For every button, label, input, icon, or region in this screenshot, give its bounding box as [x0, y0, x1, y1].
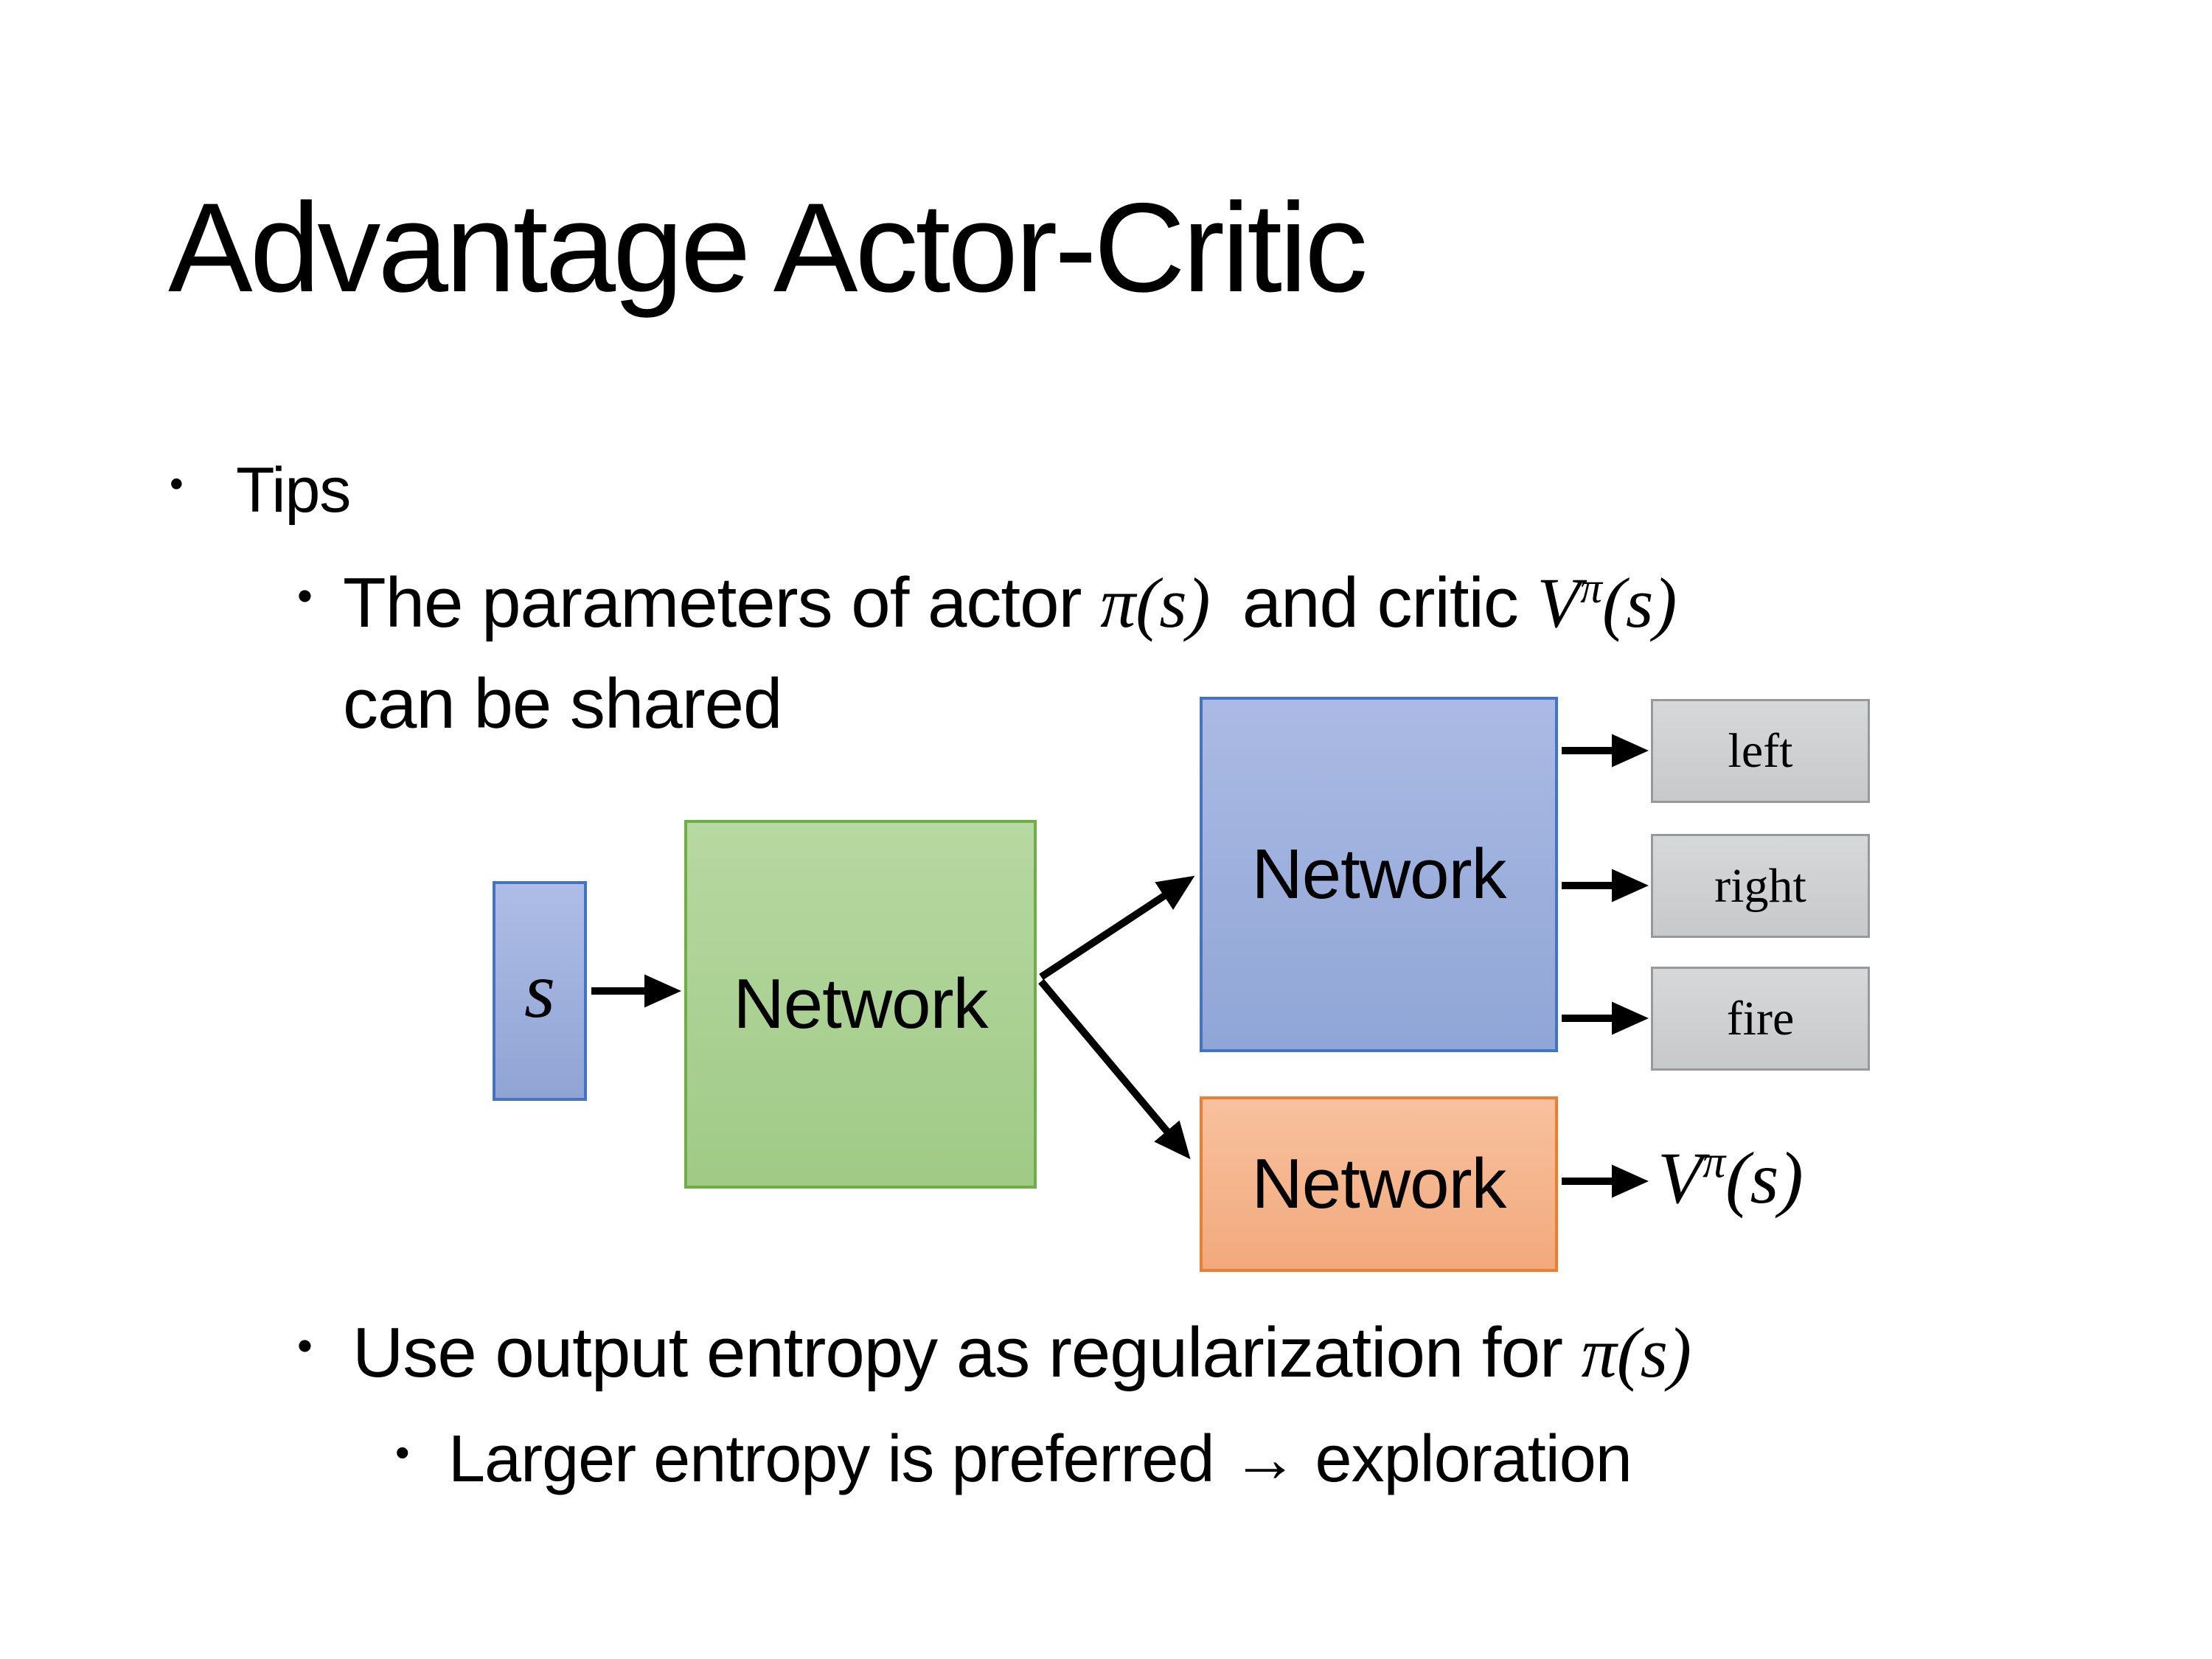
critic-v-sup-math: π [1580, 563, 1602, 612]
entropy-pi-s-math: π(s) [1581, 1313, 1691, 1392]
action-fire-label: fire [1726, 991, 1795, 1046]
arrow-shared-to-critic-network [1038, 978, 1191, 1160]
action-fire-box: fire [1651, 967, 1870, 1071]
state-input-label: s [524, 947, 556, 1034]
bullet-tips-text: Tips [236, 455, 351, 526]
bullet-parameters-text: The parameters of actor π(s) and critic V… [343, 563, 1677, 644]
bullet-larger-text: Larger entropy is preferred → exploratio… [448, 1422, 1632, 1496]
bullet-entropy-text: Use output entropy as regularization for… [352, 1312, 1691, 1394]
can-be-shared-text: can be shared [343, 664, 782, 743]
action-right-box: right [1651, 834, 1870, 938]
state-input-box: s [493, 881, 587, 1101]
bullet-marker: • [170, 462, 184, 506]
bullet-entropy-regularization: • Use output entropy as regularization f… [297, 1312, 1691, 1394]
action-left-label: left [1728, 723, 1793, 778]
slide-title: Advantage Actor-Critic [168, 177, 1368, 319]
value-sup-math: π [1703, 1137, 1726, 1188]
value-args-math: (s) [1725, 1137, 1804, 1219]
shared-network-box: Network [684, 820, 1037, 1189]
bullet-marker: • [297, 1320, 313, 1370]
bullet-larger-entropy: • Larger entropy is preferred → explorat… [395, 1422, 1632, 1498]
actor-pi-s-math: π(s) [1100, 563, 1211, 642]
actor-network-box: Network [1200, 697, 1558, 1052]
bullet-parameters-shared-line2: can be shared [343, 664, 782, 745]
critic-value-output: Vπ(s) [1658, 1135, 1804, 1220]
entropy-text-before: Use output entropy as regularization for [352, 1313, 1582, 1392]
bullet-marker: • [395, 1429, 410, 1476]
shared-network-label: Network [733, 964, 988, 1043]
bullet-marker: • [297, 570, 313, 620]
parameters-text-mid: and critic [1242, 563, 1537, 642]
bullet-parameters-shared: • The parameters of actor π(s) and critic… [297, 563, 1677, 644]
arrow-shared-to-actor-network [1039, 875, 1195, 981]
actor-network-label: Network [1251, 835, 1506, 914]
critic-v-args-math: (s) [1601, 563, 1677, 642]
action-right-label: right [1714, 858, 1806, 913]
action-left-box: left [1651, 699, 1870, 803]
critic-v-base-math: V [1537, 563, 1581, 642]
parameters-text-before: The parameters of actor [343, 563, 1101, 642]
critic-network-box: Network [1200, 1096, 1558, 1272]
bullet-tips: • Tips [170, 454, 351, 527]
critic-network-label: Network [1251, 1144, 1506, 1223]
value-base-math: V [1658, 1137, 1703, 1219]
